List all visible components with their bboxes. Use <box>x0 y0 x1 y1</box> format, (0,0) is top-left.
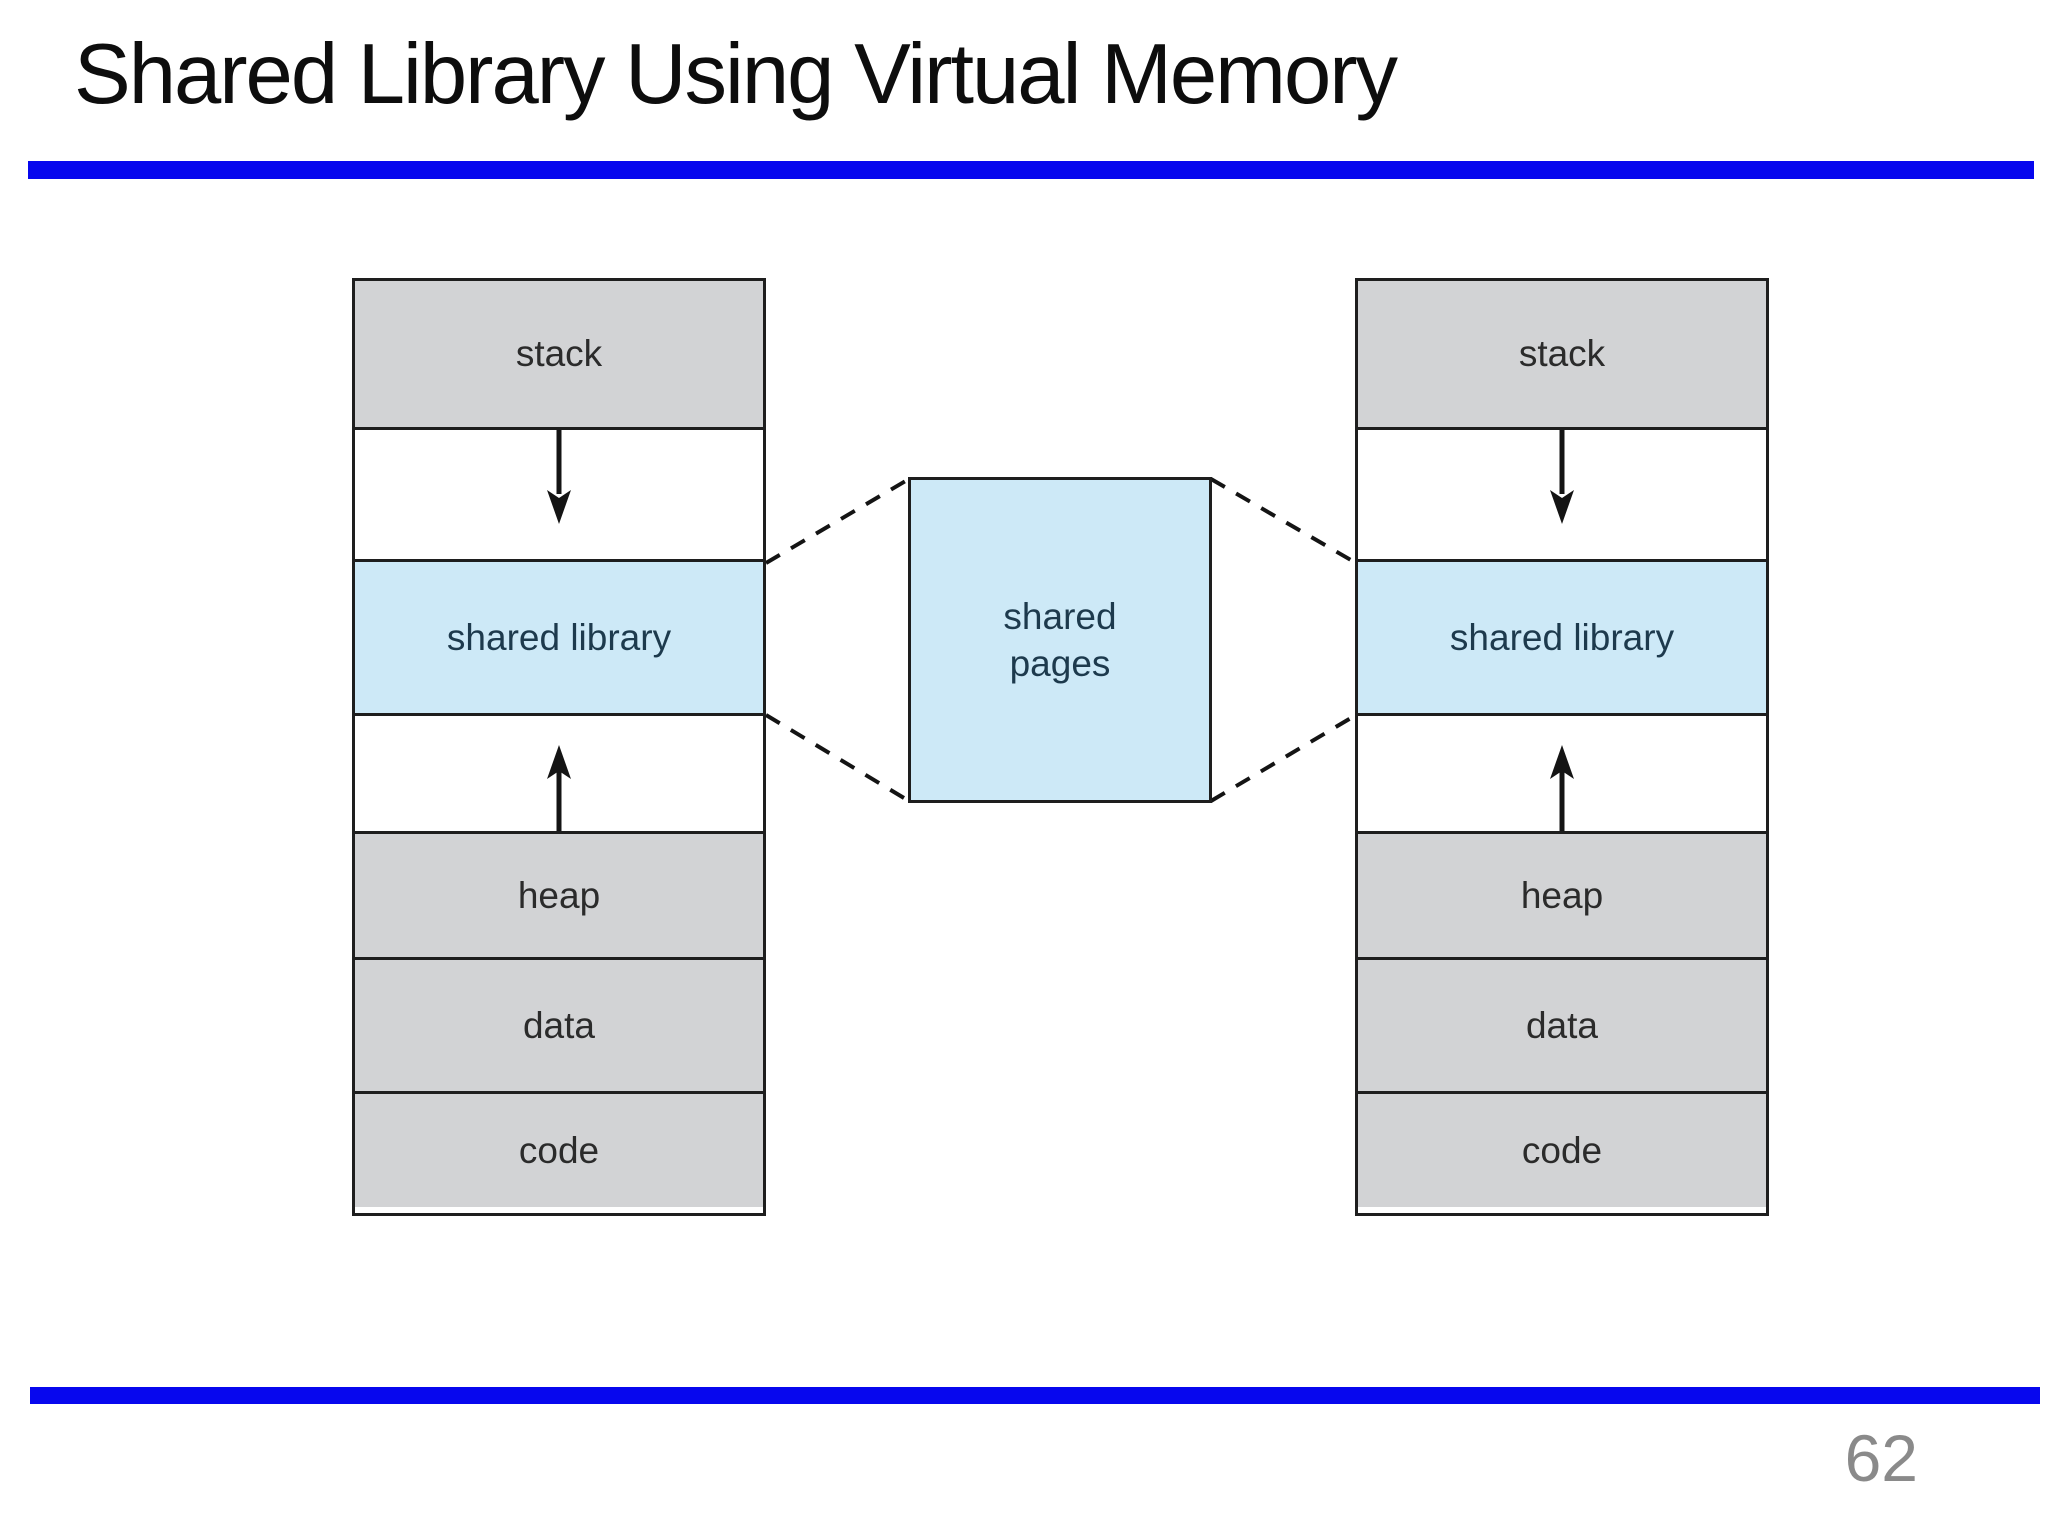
stack-label: stack <box>1518 333 1606 374</box>
stack-growth-gap-section <box>1358 427 1766 559</box>
connector-left-bottom <box>764 713 911 803</box>
heap-label: heap <box>1520 874 1604 916</box>
page-number: 62 <box>1844 1421 1918 1495</box>
shared-library-label: shared library <box>446 616 672 658</box>
arrow-up-icon <box>547 745 571 831</box>
process-memory-column-left: stack shared library heap data code <box>352 278 766 1216</box>
heap-growth-gap-section <box>355 713 763 831</box>
heap-growth-gap-section <box>1358 713 1766 831</box>
arrow-down-icon <box>547 430 571 524</box>
shared-library-section: shared library <box>1358 559 1766 713</box>
data-label: data <box>1525 1004 1598 1046</box>
footer-rule <box>30 1387 2040 1404</box>
stack-growth-gap-section <box>355 427 763 559</box>
code-label: code <box>1521 1129 1603 1171</box>
shared-pages-box: shared pages <box>908 477 1212 803</box>
title-underline-rule <box>28 161 2034 179</box>
stack-section: stack <box>355 281 763 427</box>
connector-right-bottom <box>1209 713 1358 803</box>
code-section: code <box>355 1091 763 1207</box>
heap-section: heap <box>355 831 763 957</box>
stack-section: stack <box>1358 281 1766 427</box>
arrow-up-icon <box>1550 745 1574 831</box>
code-section: code <box>1358 1091 1766 1207</box>
code-label: code <box>518 1129 600 1171</box>
shared-library-section: shared library <box>355 559 763 713</box>
shared-pages-label: shared pages <box>1003 595 1117 684</box>
heap-section: heap <box>1358 831 1766 957</box>
data-label: data <box>522 1004 595 1046</box>
connector-right-top <box>1209 477 1358 565</box>
data-section: data <box>1358 957 1766 1091</box>
stack-label: stack <box>515 333 603 374</box>
arrow-down-icon <box>1550 430 1574 524</box>
process-memory-column-right: stack shared library heap data code <box>1355 278 1769 1216</box>
heap-label: heap <box>517 874 601 916</box>
slide-title: Shared Library Using Virtual Memory <box>74 27 1398 122</box>
data-section: data <box>355 957 763 1091</box>
connector-left-top <box>764 477 911 565</box>
shared-library-label: shared library <box>1449 616 1675 658</box>
